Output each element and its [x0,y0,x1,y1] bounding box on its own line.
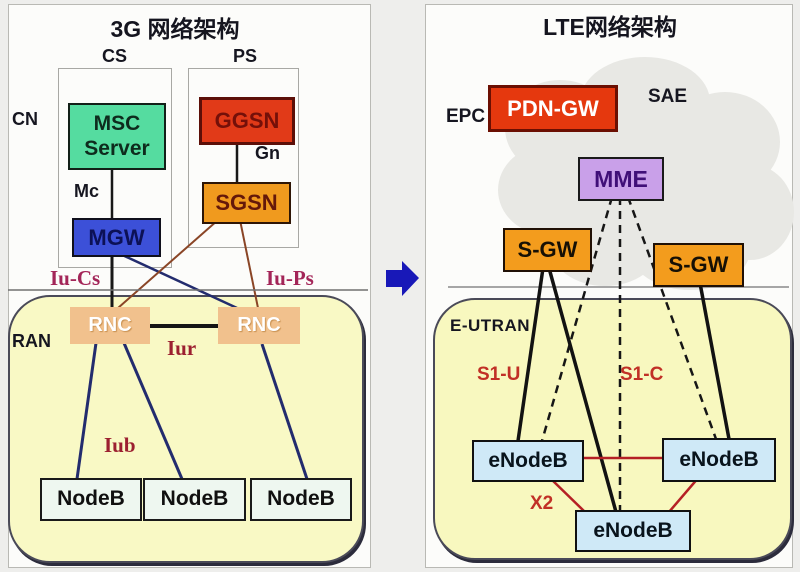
rnc-node: RNC [70,307,150,344]
sae-label: SAE [648,86,688,107]
nodeb-node: NodeB [40,478,142,521]
s1u-interface-label: S1-U [477,364,521,385]
x2-interface-label: X2 [530,493,554,514]
ggsn-node: GGSN [199,97,295,145]
iu-cs-interface-label: Iu-Cs [50,266,101,290]
enodeb-node: eNodeB [662,438,776,482]
cn-label: CN [12,109,38,129]
nodeb-node: NodeB [143,478,246,521]
gn-interface-label: Gn [255,143,280,163]
iur-interface-label: Iur [167,336,197,360]
mgw-node: MGW [72,218,161,257]
eutran-label: E-UTRAN [450,316,530,335]
ps-domain-label: PS [233,46,258,66]
iub-interface-label: Iub [104,433,136,457]
iu-ps-interface-label: Iu-Ps [266,266,314,290]
mc-interface-label: Mc [74,181,100,201]
enodeb-node: eNodeB [575,510,691,552]
msc-server-node: MSC Server [68,103,166,170]
right-title: LTE网络架构 [543,14,677,40]
nodeb-node: NodeB [250,478,352,521]
cs-domain-label: CS [102,46,128,66]
ran-label: RAN [12,331,51,351]
pdn-gw-node: PDN-GW [488,85,618,132]
rnc-node: RNC [218,307,300,344]
enodeb-node: eNodeB [472,440,584,482]
sgsn-node: SGSN [202,182,291,224]
sgw-node: S-GW [653,243,744,287]
s1c-interface-label: S1-C [620,364,664,385]
transition-arrow-icon [386,261,419,296]
left-title: 3G 网络架构 [110,16,240,42]
mme-node: MME [578,157,664,201]
cs-domain-container [58,68,172,268]
sgw-node: S-GW [503,228,592,272]
epc-label: EPC [446,106,486,127]
